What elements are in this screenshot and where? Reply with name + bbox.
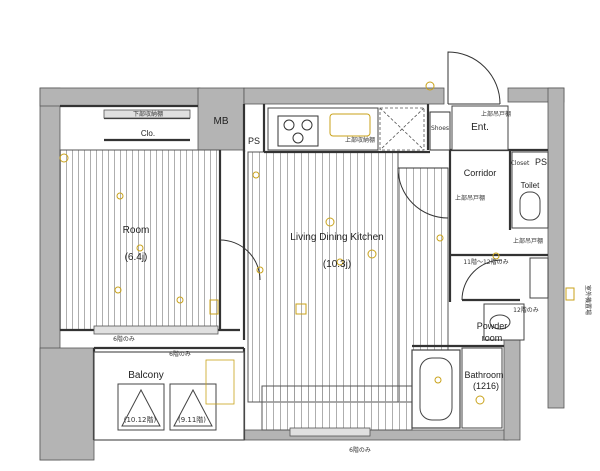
note-side: 室外機置場 xyxy=(584,285,592,315)
balcony-label: Balcony xyxy=(128,370,164,381)
ldk-size: (10.3j) xyxy=(323,259,351,270)
note-balcony-right: (9.11階) xyxy=(178,415,206,424)
bathroom-size: (1216) xyxy=(473,381,499,391)
entrance-label: Ent. xyxy=(471,122,489,133)
ldk-floor xyxy=(247,151,399,403)
windows xyxy=(93,109,371,437)
room-labels: MB PS PS Clo. Room (6.4j) Living Dining … xyxy=(123,116,547,391)
note-top-right: 上部吊戸棚 xyxy=(513,237,543,245)
room-name: Room xyxy=(123,225,150,236)
shoes-label: Shoes xyxy=(431,125,449,132)
note-ac-space: 12階のみ xyxy=(513,306,539,314)
note-balcony-left: (10.12階) xyxy=(124,415,157,424)
bathroom-name: Bathroom xyxy=(464,370,503,380)
powder-label-1: Powder xyxy=(477,321,508,331)
note-range-hood: 上部収納棚 xyxy=(345,136,375,144)
corridor-label: Corridor xyxy=(464,168,497,178)
toilet-label: Toilet xyxy=(521,181,540,190)
annotations: 下部収納棚 上部収納棚 上部吊戸棚 上部吊戸棚 上部吊戸棚 11階〜12階のみ … xyxy=(113,110,592,454)
electrical-fixtures xyxy=(59,81,575,405)
ldk-window-floor xyxy=(261,385,413,431)
ldk-name: Living Dining Kitchen xyxy=(290,232,383,243)
note-stop-top: 上部吊戸棚 xyxy=(481,110,511,118)
sanitary-fixtures xyxy=(411,151,549,429)
note-window-bottom: 6階のみ xyxy=(349,446,371,454)
closet-label: Clo. xyxy=(141,129,155,138)
note-fridge: 11階〜12階のみ xyxy=(463,258,508,266)
entrance-door xyxy=(429,51,509,151)
room-size: (6.4j) xyxy=(125,252,148,263)
ps-top-label: PS xyxy=(248,136,260,146)
closet-right-label: Closet xyxy=(511,160,530,167)
note-gas-pipe: 下部収納棚 xyxy=(133,110,163,118)
note-window-left: 6階のみ xyxy=(113,335,135,343)
note-window-center: 6階のみ xyxy=(169,350,191,358)
room-floor xyxy=(59,149,221,331)
kitchen-counter xyxy=(267,107,425,151)
ps-right-label: PS xyxy=(535,157,547,167)
note-corridor: 上部吊戸棚 xyxy=(455,194,485,202)
balcony-area xyxy=(93,351,245,441)
mb-label: MB xyxy=(214,116,229,127)
powder-label-2: room xyxy=(482,333,503,343)
